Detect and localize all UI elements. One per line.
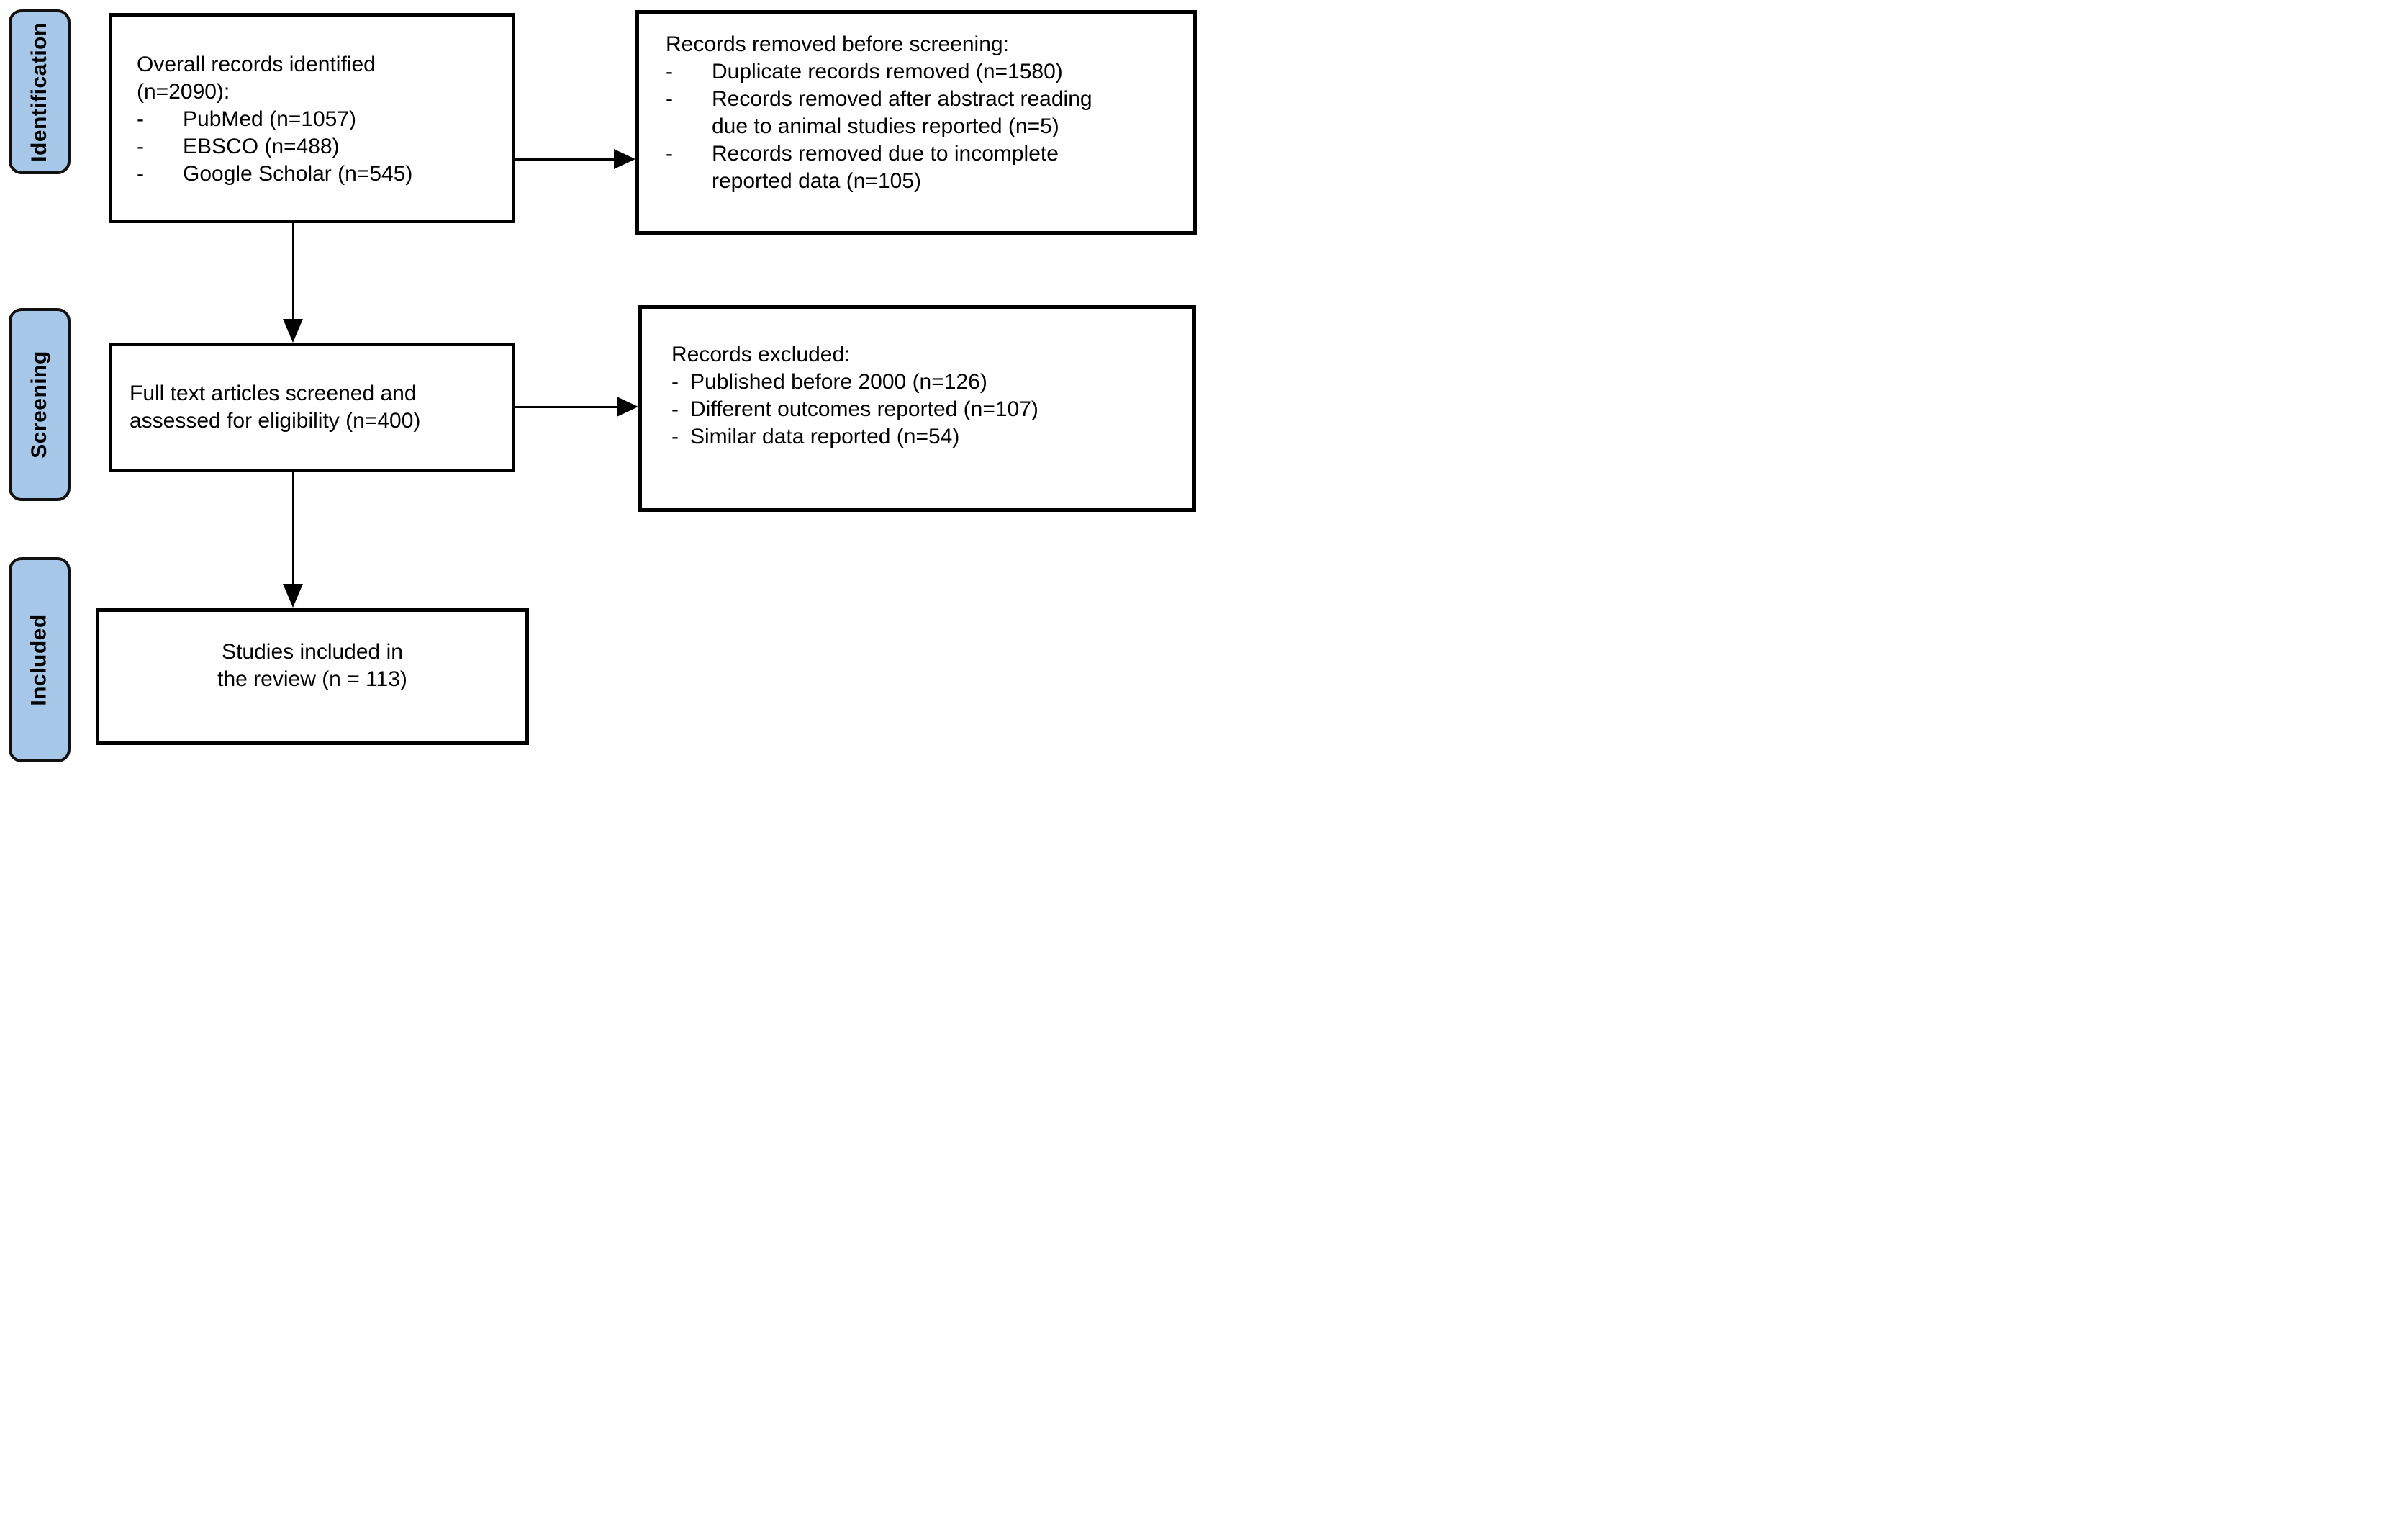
bullet-dash: - [671, 397, 679, 421]
stage-label-screening: Screening [9, 308, 71, 501]
records-excluded-item-before-2000-text: Published before 2000 (n=126) [690, 370, 987, 394]
records-removed-item-animal-studies-line-2: due to animal studies reported (n=5) [712, 114, 1059, 138]
bullet-dash: - [137, 162, 144, 186]
arrow-identified-to-removed-line [515, 158, 614, 161]
records-identified-item-google-scholar: - Google Scholar (n=545) [137, 161, 504, 188]
prisma-flow-diagram: Identification Screening Included Overal… [0, 0, 1204, 767]
records-removed-item-incomplete-data: - Records removed due to incomplete repo… [666, 140, 1186, 195]
stage-label-identification: Identification [9, 9, 71, 174]
records-removed-item-duplicates-text: Duplicate records removed (n=1580) [712, 58, 1063, 86]
records-excluded-item-before-2000: - Published before 2000 (n=126) [671, 369, 1185, 396]
bullet-dash: - [137, 107, 144, 131]
box-studies-included: Studies included in the review (n = 113) [96, 608, 529, 745]
records-removed-item-duplicates: - Duplicate records removed (n=1580) [666, 58, 1186, 86]
box-records-excluded: Records excluded: - Published before 200… [638, 305, 1196, 512]
arrow-identified-to-screened-head-icon [283, 319, 303, 343]
fulltext-screened-line-2: assessed for eligibility (n=400) [130, 409, 421, 433]
records-identified-intro-line-1: Overall records identified [137, 53, 376, 76]
fulltext-screened-line-1: Full text articles screened and [130, 382, 417, 405]
records-identified-item-ebsco: - EBSCO (n=488) [137, 133, 504, 161]
records-identified-item-ebsco-text: EBSCO (n=488) [183, 135, 340, 158]
records-identified-item-pubmed: - PubMed (n=1057) [137, 106, 504, 133]
arrow-identified-to-screened-line [292, 223, 294, 320]
arrow-identified-to-removed-head-icon [614, 149, 635, 169]
records-removed-item-incomplete-data-text: Records removed due to incomplete report… [712, 140, 1059, 195]
stage-label-identification-text: Identification [27, 22, 52, 162]
studies-included-line-2: the review (n = 113) [217, 667, 407, 691]
records-excluded-title: Records excluded: [671, 343, 851, 366]
studies-included-line-1: Studies included in [222, 640, 403, 664]
bullet-dash: - [666, 60, 673, 84]
records-excluded-item-different-outcomes: - Different outcomes reported (n=107) [671, 396, 1185, 423]
records-excluded-item-similar-data: - Similar data reported (n=54) [671, 423, 1185, 451]
records-removed-item-incomplete-data-line-2: reported data (n=105) [712, 169, 922, 193]
bullet-dash: - [666, 87, 673, 111]
records-removed-item-duplicates-line-1: Duplicate records removed (n=1580) [712, 60, 1063, 84]
records-removed-item-animal-studies: - Records removed after abstract reading… [666, 86, 1186, 140]
records-removed-title: Records removed before screening: [666, 32, 1009, 56]
arrow-screened-to-included-head-icon [283, 584, 303, 608]
stage-label-included: Included [9, 557, 71, 762]
box-records-removed: Records removed before screening: - Dupl… [635, 10, 1197, 235]
bullet-dash: - [666, 142, 673, 166]
records-removed-item-animal-studies-line-1: Records removed after abstract reading [712, 87, 1092, 111]
arrow-screened-to-excluded-head-icon [617, 397, 638, 417]
records-removed-item-incomplete-data-line-1: Records removed due to incomplete [712, 142, 1059, 166]
records-excluded-item-different-outcomes-text: Different outcomes reported (n=107) [690, 397, 1038, 421]
arrow-screened-to-excluded-line [515, 406, 617, 408]
bullet-dash: - [671, 370, 679, 394]
stage-label-included-text: Included [27, 613, 51, 706]
records-removed-item-animal-studies-text: Records removed after abstract reading d… [712, 86, 1092, 140]
bullet-dash: - [671, 425, 679, 448]
records-identified-item-google-scholar-text: Google Scholar (n=545) [183, 162, 413, 186]
records-identified-item-pubmed-text: PubMed (n=1057) [183, 107, 356, 131]
box-records-identified: Overall records identified (n=2090): - P… [109, 13, 515, 223]
stage-label-screening-text: Screening [27, 351, 51, 459]
box-fulltext-screened: Full text articles screened and assessed… [109, 343, 515, 472]
records-excluded-item-similar-data-text: Similar data reported (n=54) [690, 425, 960, 448]
records-identified-intro-line-2: (n=2090): [137, 80, 230, 104]
arrow-screened-to-included-line [292, 472, 294, 585]
bullet-dash: - [137, 135, 144, 158]
